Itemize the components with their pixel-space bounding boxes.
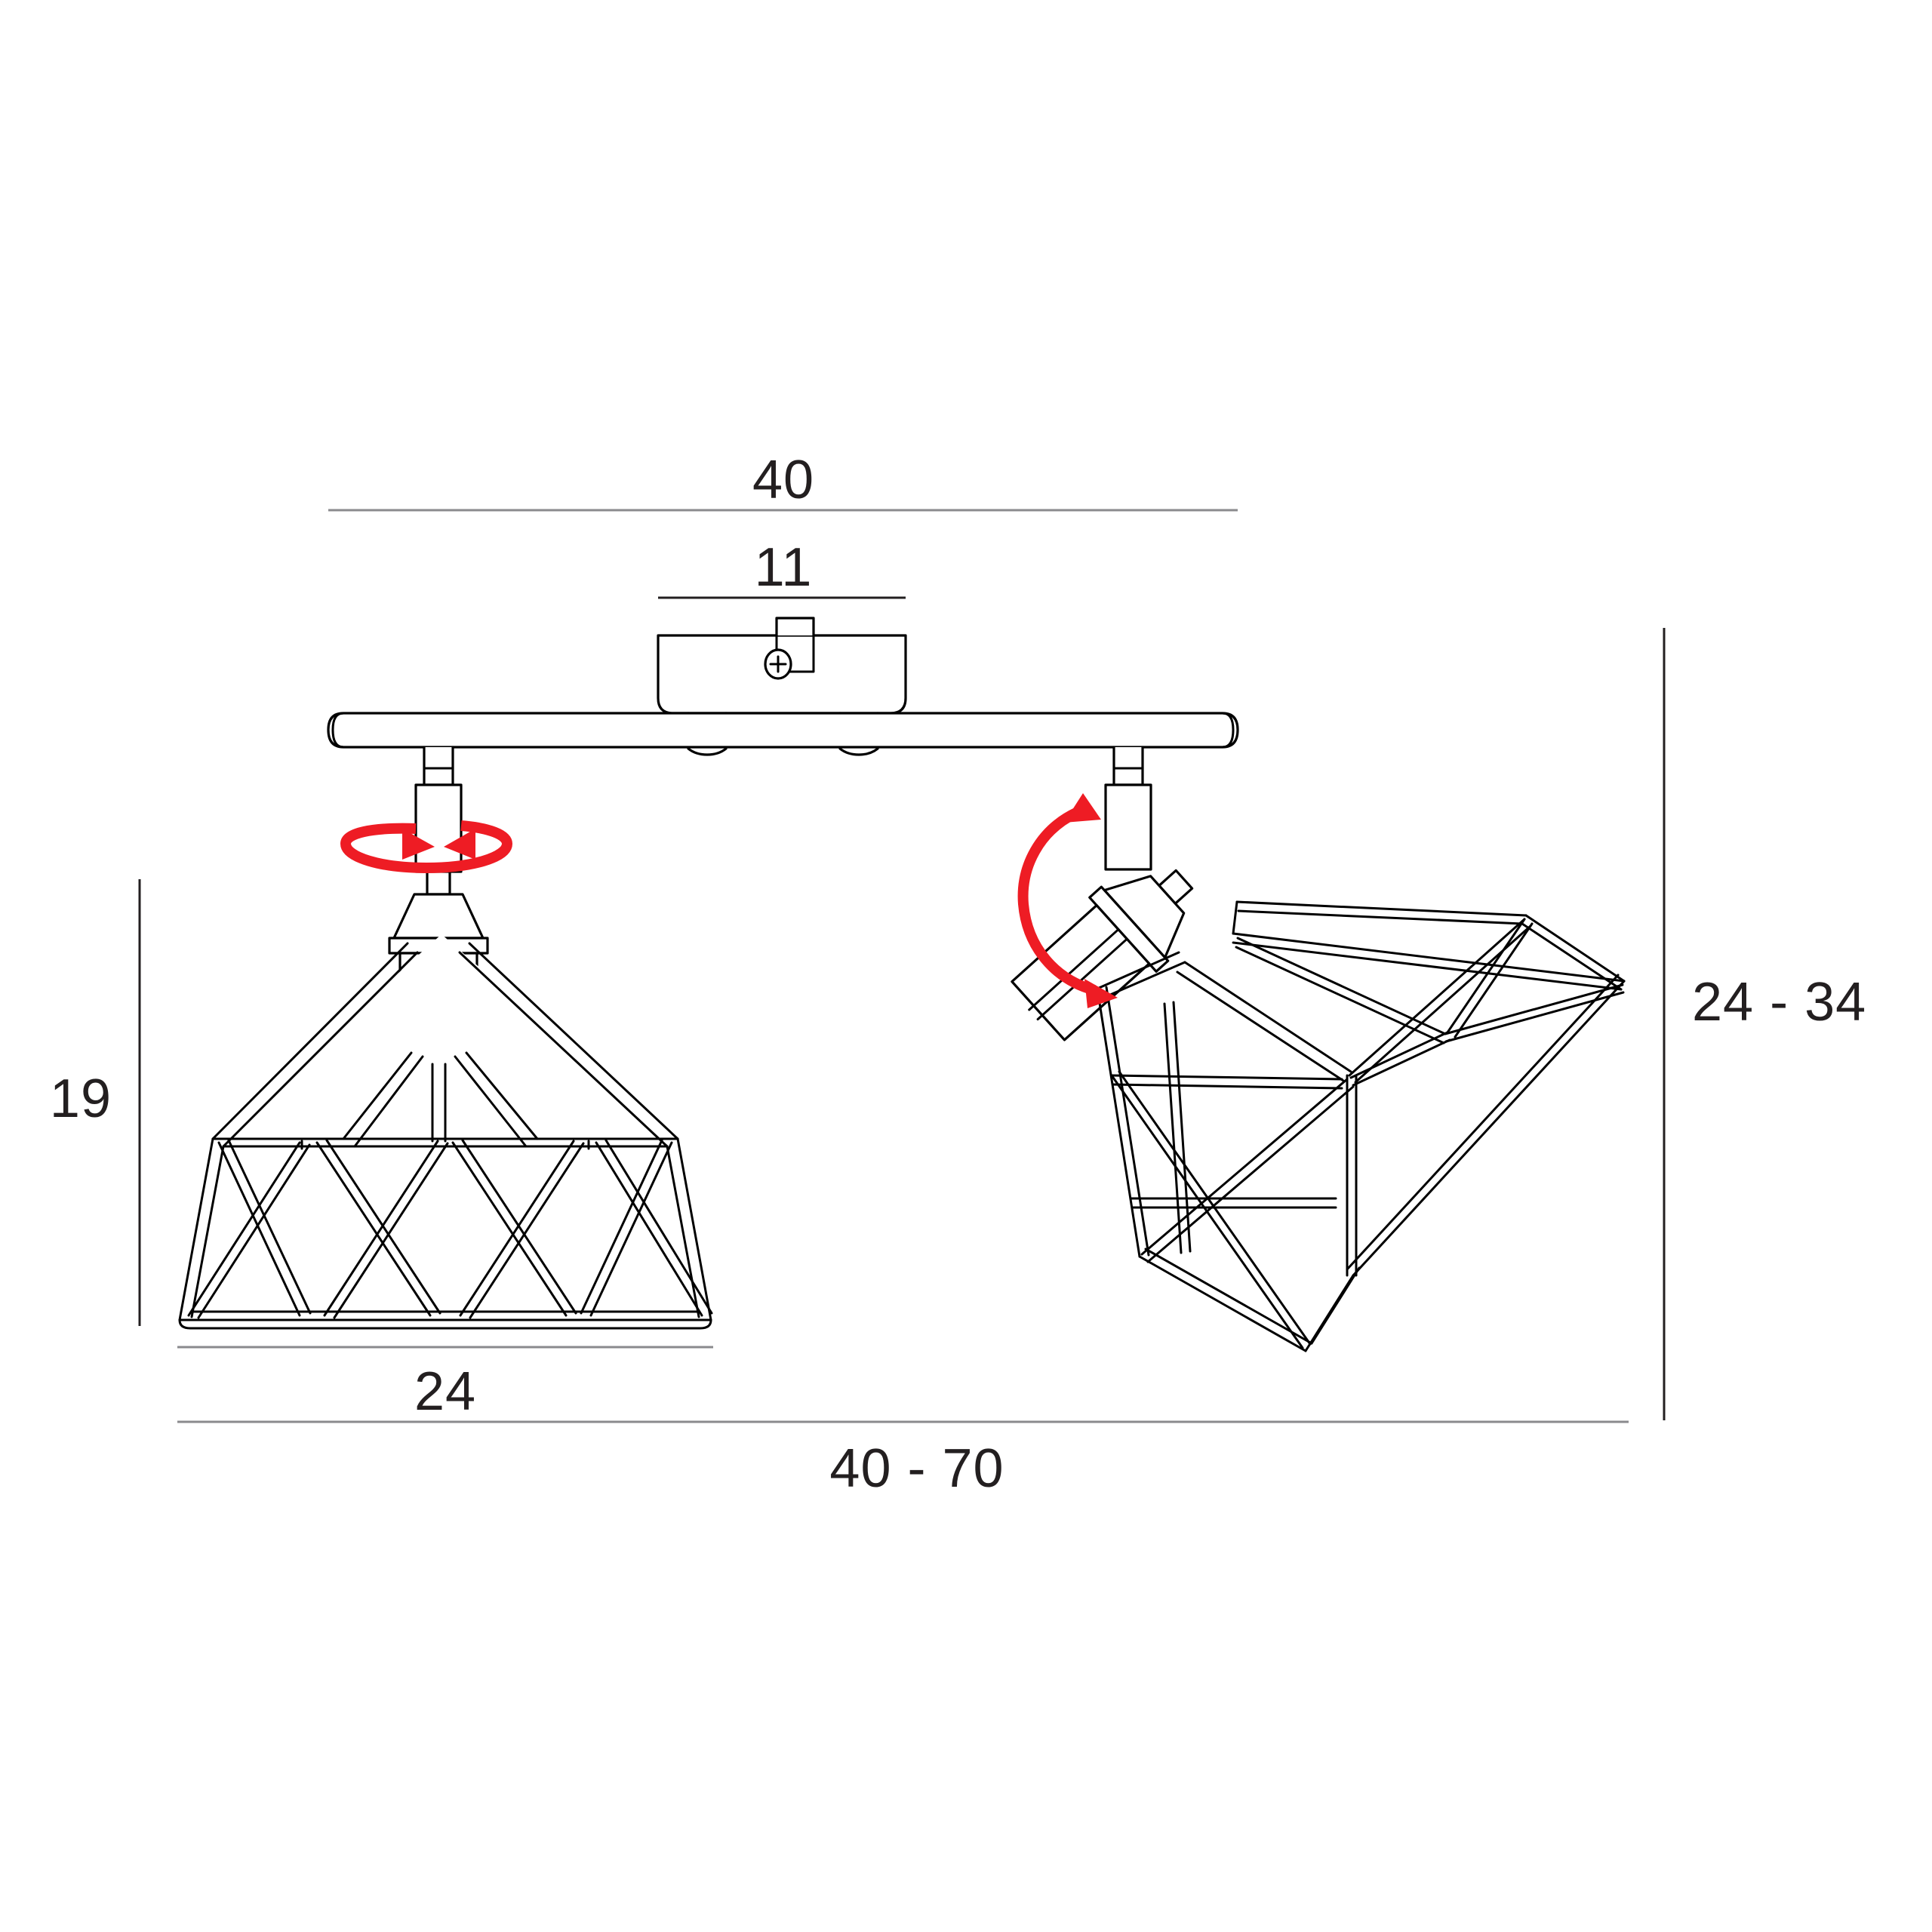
dimension-19-group: 19 <box>50 879 141 1326</box>
cage-left-lattice <box>187 1139 713 1319</box>
joint-right-collar <box>1088 885 1170 973</box>
rotation-arrow-left <box>340 820 513 874</box>
dimension-11-label: 11 <box>755 537 813 598</box>
cage-left-ribs <box>211 942 679 1148</box>
joint-left-cone <box>392 893 485 940</box>
dimension-40-label: 40 <box>752 450 814 510</box>
rotation-arrowhead-right <box>444 829 475 860</box>
joint-right-rod <box>1112 746 1144 786</box>
joint-right-barrel <box>1104 783 1152 871</box>
mounting-bar-cap-right <box>1221 712 1235 749</box>
mounting-bar-cap-left <box>331 712 345 749</box>
dimension-19-label: 19 <box>50 1069 112 1129</box>
dimension-24-34-label: 24 - 34 <box>1692 972 1866 1032</box>
canopy-tab <box>775 617 815 637</box>
mounting-bar-body <box>327 712 1239 749</box>
tilt-arrowhead-down <box>1084 979 1118 1008</box>
dimension-11-group: 11 <box>658 537 906 599</box>
screw-cross-icon <box>769 655 787 673</box>
mounting-bar <box>327 712 1239 749</box>
dimension-40-70-label: 40 - 70 <box>829 1438 1004 1499</box>
cage-shade-right <box>1096 900 1626 1352</box>
dimension-40-70-group: 40 - 70 <box>177 1420 1629 1499</box>
cage-left-skirt-edges <box>178 1137 712 1321</box>
cage-left-bottom-ring <box>178 1310 712 1330</box>
spot-left <box>177 746 713 1330</box>
dimension-40-group: 40 <box>328 450 1238 512</box>
rotation-arrowhead-left <box>402 829 435 860</box>
dimension-24-group: 24 <box>177 1346 713 1422</box>
joint-left-rod <box>423 746 454 786</box>
bulb-stem-right <box>1028 928 1128 1021</box>
spot-right <box>1011 746 1626 1352</box>
cage-shade-left <box>177 934 713 1330</box>
joint-left-neck <box>426 870 451 896</box>
dimension-24-label: 24 <box>414 1361 476 1422</box>
joint-left-barrel <box>414 783 463 873</box>
tilt-arrowhead-up <box>1064 793 1101 823</box>
cage-right-wires <box>1096 900 1626 1352</box>
dimension-24-34-group: 24 - 34 <box>1663 628 1866 1420</box>
tilt-arrow-right <box>1017 793 1118 1008</box>
